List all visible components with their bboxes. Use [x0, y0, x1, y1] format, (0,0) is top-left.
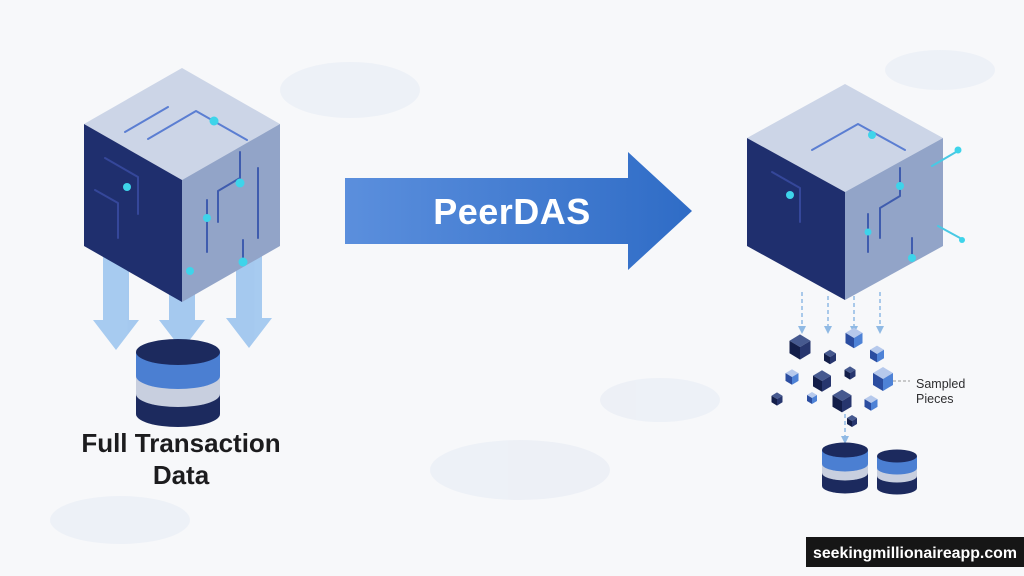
circuit-node-dots	[786, 131, 965, 262]
pieces-to-db-arrow	[841, 414, 849, 444]
background-texture	[50, 50, 995, 544]
caption-line-2: Data	[153, 460, 210, 490]
cube-right-face	[845, 138, 943, 300]
dashed-arrow-icon	[876, 292, 884, 334]
full-data-block-cube	[84, 68, 280, 302]
dashed-arrow-icon	[798, 292, 806, 334]
circuit-node-dots	[123, 116, 248, 275]
small-database-icon	[822, 442, 868, 494]
watermark-background	[806, 537, 1024, 567]
small-database-icon	[877, 449, 917, 495]
sampled-pieces-label: Sampled Pieces	[893, 377, 965, 406]
cube-left-face	[747, 138, 845, 300]
watermark: seekingmillionaireapp.com	[806, 537, 1024, 567]
sampled-block-cube	[747, 84, 965, 300]
full-transaction-caption: Full Transaction Data	[81, 428, 280, 490]
sampled-label-line-1: Sampled	[916, 377, 965, 391]
cube-left-face	[84, 124, 182, 302]
down-arrow-icon	[226, 250, 272, 348]
down-arrow-icon	[93, 250, 139, 350]
watermark-text: seekingmillionaireapp.com	[813, 545, 1017, 562]
flow-arrow-shape	[345, 152, 692, 270]
full-database-icon	[136, 339, 220, 427]
caption-line-1: Full Transaction	[81, 428, 280, 458]
sampled-database-icons	[822, 442, 917, 495]
peerdas-flow-arrow: PeerDAS	[345, 152, 692, 270]
peerdas-label: PeerDAS	[433, 191, 591, 232]
circuit-traces	[94, 106, 259, 263]
sampled-label-line-2: Pieces	[916, 392, 954, 406]
cube-right-face	[182, 124, 280, 302]
dashed-arrow-icon	[824, 296, 832, 334]
